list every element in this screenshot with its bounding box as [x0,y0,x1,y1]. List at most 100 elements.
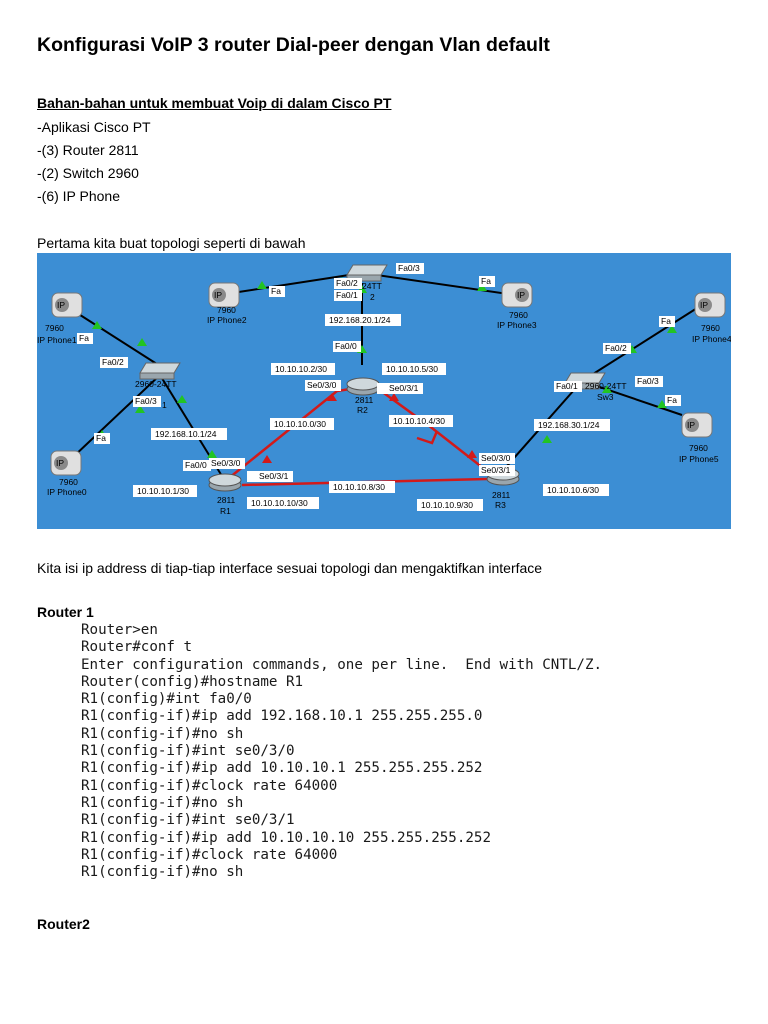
switch-model: 24TT [362,281,382,291]
phone-model: 7960 [217,305,236,315]
router-name: R2 [357,405,368,415]
switch-model: 2960-24TT [135,379,177,389]
phone-model: 7960 [45,323,64,333]
config-line: R1(config-if)#no sh [81,725,244,742]
port-label: Fa0/3 [135,396,157,406]
ip-phone-icon[interactable]: IP [501,282,533,308]
port-label: Se0/3/0 [481,453,511,463]
router2-heading: Router2 [37,916,90,932]
network-label: 10.10.10.8/30 [333,482,385,492]
router-model: 2811 [217,495,236,505]
svg-text:IP: IP [700,300,708,310]
port-label: Fa [271,286,281,296]
port-label: Se0/3/1 [389,383,419,393]
svg-text:IP: IP [56,458,64,468]
router-model: 2811 [492,490,511,500]
svg-text:IP: IP [687,420,695,430]
serial-status-markers [262,393,477,463]
config-line: R1(config-if)#clock rate 64000 [81,846,338,863]
router-icon[interactable] [346,377,380,396]
topology-intro: Pertama kita buat topologi seperti di ba… [37,235,306,251]
router1-heading: Router 1 [37,604,94,620]
port-label: Se0/3/0 [211,458,241,468]
router-name: R3 [495,500,506,510]
document-title: Konfigurasi VoIP 3 router Dial-peer deng… [37,34,550,56]
network-label: 10.10.10.5/30 [386,364,438,374]
materials-item: -(2) Switch 2960 [37,165,139,181]
router-icon[interactable] [208,473,242,492]
config-line: R1(config-if)#int se0/3/1 [81,812,295,829]
switch-name: 1 [162,400,167,410]
svg-text:IP: IP [517,290,525,300]
port-label: Fa [661,316,671,326]
ip-phone-icon[interactable]: IP [50,450,82,476]
config-line: Router#conf t [81,639,193,656]
router-model: 2811 [355,395,374,405]
config-line: R1(config-if)#no sh [81,794,244,811]
router-name: R1 [220,506,231,516]
config-line: R1(config-if)#clock rate 64000 [81,777,338,794]
config-line: R1(config-if)#int se0/3/0 [81,743,295,760]
network-label: 192.168.10.1/24 [155,429,217,439]
port-label: Fa0/0 [335,341,357,351]
link-sw3-phone4 [581,302,706,382]
switch-icon[interactable] [346,264,388,282]
network-label: 10.10.10.2/30 [275,364,327,374]
link-r1-r2 [228,386,358,479]
phone-name: IP Phone0 [47,487,87,497]
switch-name: 2 [370,292,375,302]
network-label: 10.10.10.6/30 [547,485,599,495]
ip-phone-icon[interactable]: IP [694,292,726,318]
port-label: Se0/3/0 [307,380,337,390]
config-line: Enter configuration commands, one per li… [81,656,603,673]
port-label: Fa [481,276,491,286]
config-line: R1(config-if)#ip add 10.10.10.10 255.255… [81,829,491,846]
network-label: 192.168.30.1/24 [538,420,600,430]
network-label: 10.10.10.10/30 [251,498,308,508]
config-line: R1(config)#int fa0/0 [81,691,252,708]
switch-name: Sw3 [597,392,614,402]
phone-model: 7960 [689,443,708,453]
phone-model: 7960 [701,323,720,333]
svg-text:IP: IP [57,300,65,310]
port-label: Fa0/3 [637,376,659,386]
port-label: Fa0/1 [556,381,578,391]
port-label: Fa0/2 [102,357,124,367]
phone-name: IP Phone5 [679,454,719,464]
config-line: R1(config-if)#ip add 10.10.10.1 255.255.… [81,760,483,777]
link-phone2-sw2 [231,274,350,294]
port-label: Se0/3/1 [259,471,289,481]
ip-phone-icon[interactable]: IP [51,292,83,318]
ip-phone-icon[interactable]: IP [681,412,713,438]
port-label: Fa [667,395,677,405]
config-line: Router(config)#hostname R1 [81,673,304,690]
materials-item: -(3) Router 2811 [37,142,139,158]
port-label: Fa [96,433,106,443]
network-label: 10.10.10.9/30 [421,500,473,510]
switch-model: 2960-24TT [585,381,627,391]
phone-name: IP Phone4 [692,334,731,344]
phone-name: IP Phone3 [497,320,537,330]
network-label: 10.10.10.1/30 [137,486,189,496]
phone-name: IP Phone2 [207,315,247,325]
port-label: Fa0/0 [185,460,207,470]
config-line: R1(config-if)#ip add 192.168.10.1 255.25… [81,708,483,725]
network-label: 10.10.10.0/30 [274,419,326,429]
link-r2-r3 [376,386,493,476]
phone-model: 7960 [509,310,528,320]
materials-heading: Bahan-bahan untuk membuat Voip di dalam … [37,95,392,111]
network-label: 10.10.10.4/30 [393,416,445,426]
config-line: Router>en [81,622,158,638]
ip-intro: Kita isi ip address di tiap-tiap interfa… [37,560,543,576]
config-line: R1(config-if)#no sh [81,864,244,881]
ip-phone-icon[interactable]: IP [208,282,240,308]
port-label: Fa [79,333,89,343]
phone-name: IP Phone1 [37,335,77,345]
switch-icon[interactable] [139,362,181,380]
port-label: Fa0/2 [605,343,627,353]
link-sw2-phone3 [376,274,516,296]
port-label: Fa0/2 [336,278,358,288]
network-label: 192.168.20.1/24 [329,315,391,325]
network-topology-diagram: IP 7960 IP Phone1 IP 7960 IP Phone2 IP 7… [37,253,731,529]
